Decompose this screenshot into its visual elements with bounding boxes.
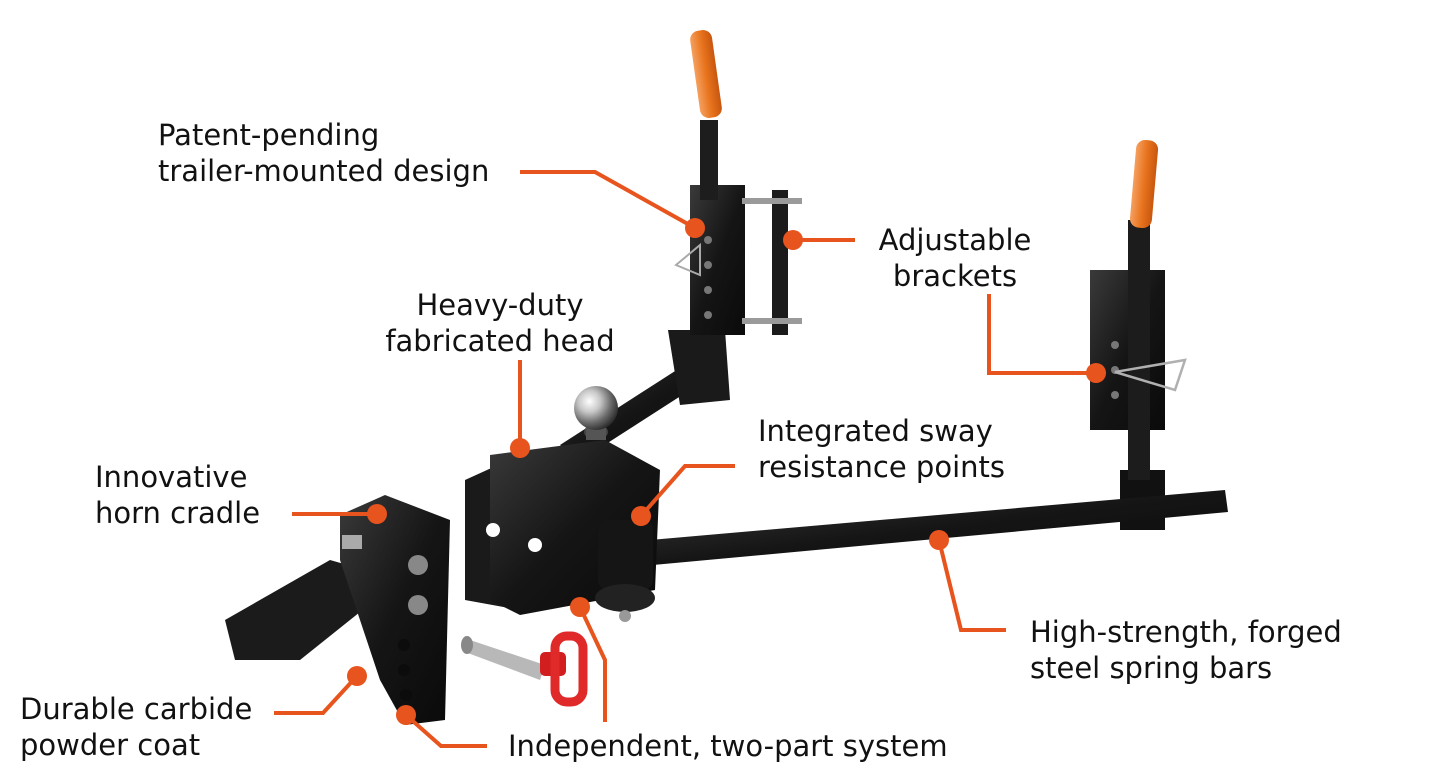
label-bars-line-1: High-strength, forged: [1030, 615, 1342, 649]
right-bracket-assembly: [1090, 139, 1187, 530]
label-patent-line-1: Patent-pending: [158, 118, 380, 152]
label-fabricated-head: Heavy-duty fabricated head: [380, 287, 620, 359]
label-sway-line-1: Integrated sway: [758, 414, 993, 448]
label-brackets-line-1: Adjustable: [878, 223, 1032, 257]
label-patent-line-2: trailer-mounted design: [158, 154, 490, 188]
hitch-pin: [461, 631, 588, 707]
callout-dot-brackets: [783, 230, 803, 250]
callout-dot-head: [510, 438, 530, 458]
label-head-line-2: fabricated head: [385, 324, 615, 358]
callout-dot-sway: [631, 506, 651, 526]
label-coat-line-2: powder coat: [20, 728, 201, 762]
right-spring-bar: [650, 490, 1228, 565]
label-head-line-1: Heavy-duty: [416, 288, 584, 322]
label-system-line-1: Independent, two-part system: [508, 729, 948, 763]
label-sway-resistance: Integrated sway resistance points: [758, 413, 1005, 485]
callout-line-system-1: [404, 713, 487, 748]
callout-dot-system-2: [570, 597, 590, 617]
label-horn-cradle: Innovative horn cradle: [95, 459, 260, 531]
callout-dot-patent: [685, 218, 705, 238]
label-cradle-line-1: Innovative: [95, 460, 248, 494]
callout-line-system-2: [578, 606, 607, 722]
hitch-shank: [225, 495, 450, 725]
label-sway-line-2: resistance points: [758, 450, 1005, 484]
callout-line-sway: [639, 464, 735, 518]
label-coat-line-1: Durable carbide: [20, 692, 253, 726]
left-bracket-assembly: [674, 30, 802, 335]
label-brackets-line-2: brackets: [892, 259, 1018, 293]
callout-dot-cradle: [367, 504, 387, 524]
callout-dots: [347, 218, 1106, 725]
label-patent-pending: Patent-pending trailer-mounted design: [158, 117, 489, 189]
callout-dot-system-1: [396, 705, 416, 725]
callout-dot-coat: [347, 666, 367, 686]
label-adjustable-brackets: Adjustable brackets: [870, 222, 1040, 294]
label-powder-coat: Durable carbide powder coat: [20, 691, 252, 763]
callout-line-patent: [520, 170, 696, 230]
callout-lines: [274, 170, 1096, 748]
label-spring-bars: High-strength, forged steel spring bars: [1030, 614, 1342, 686]
hitch-head: [465, 386, 660, 622]
label-cradle-line-2: horn cradle: [95, 496, 261, 530]
callout-dot-bars: [929, 530, 949, 550]
label-two-part-system: Independent, two-part system: [508, 728, 948, 764]
callout-line-brackets-right: [987, 294, 1096, 375]
label-bars-line-2: steel spring bars: [1030, 651, 1273, 685]
callout-dot-brackets-right: [1086, 363, 1106, 383]
callout-line-coat: [274, 674, 359, 715]
callout-line-bars: [937, 539, 1006, 632]
